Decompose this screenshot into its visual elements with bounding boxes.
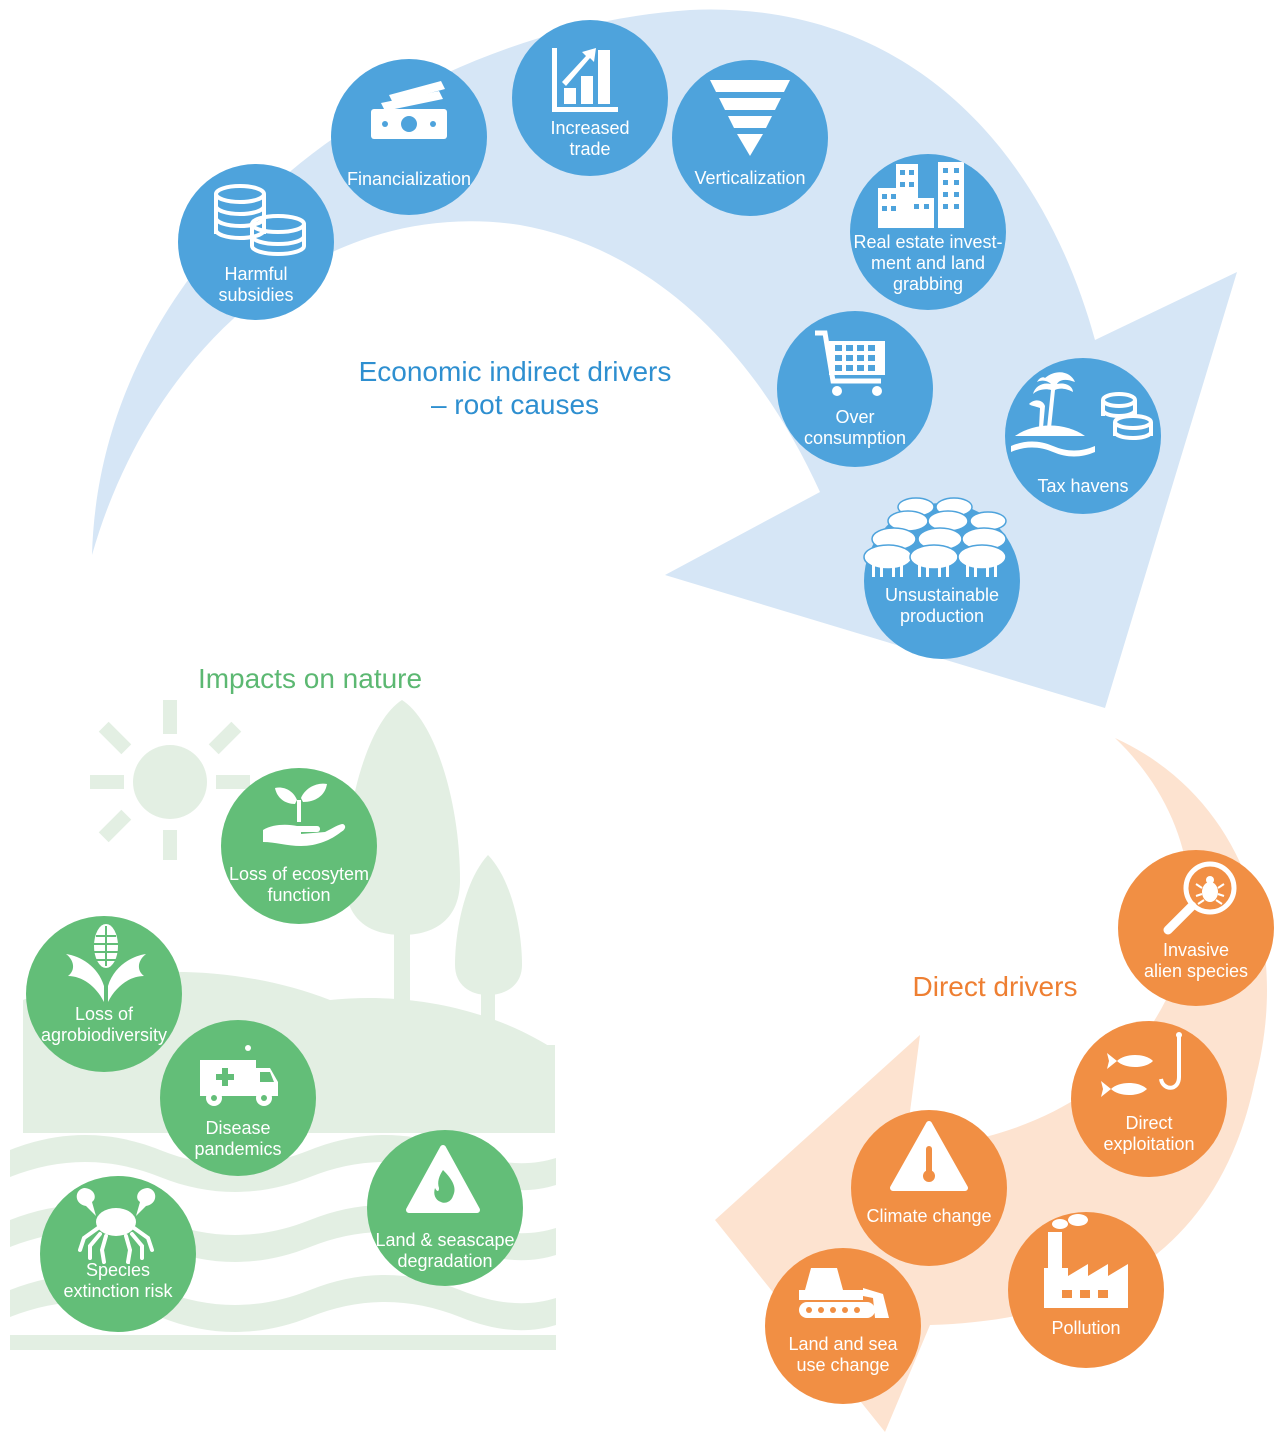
driver-label: Invasive: [1162, 940, 1230, 960]
driver-harmful-subsidies: Harmful subsidies: [178, 164, 334, 320]
bug-magnifier-icon: [1163, 861, 1237, 935]
buildings-icon: [878, 162, 964, 228]
driver-label: Unsustainable: [884, 585, 1000, 605]
fish-hook-icon: [1101, 1032, 1182, 1097]
driver-increased-trade: Increased trade: [512, 20, 668, 176]
driver-land-sea-use-change: Land and sea use change: [765, 1248, 921, 1404]
driver-label: Verticalization: [694, 168, 806, 188]
driver-label: alien species: [1143, 961, 1249, 981]
driver-real-estate: Real estate invest- ment and land grabbi…: [850, 154, 1006, 310]
driver-label: Pollution: [1051, 1318, 1121, 1338]
driver-label: Financialization: [346, 169, 472, 189]
impact-label: function: [267, 885, 331, 905]
impact-label: Species: [85, 1260, 151, 1280]
inverted-pyramid-icon: [710, 80, 790, 156]
driver-label: subsidies: [218, 285, 294, 305]
driver-over-consumption: Over consumption: [777, 311, 933, 467]
driver-climate-change: Climate change: [851, 1110, 1007, 1266]
driver-label: ment and land: [870, 253, 986, 273]
driver-verticalization: Verticalization: [672, 60, 828, 216]
bulldozer-icon: [799, 1268, 889, 1318]
driver-label: Harmful: [224, 264, 288, 284]
impact-disease-pandemics: Disease pandemics: [160, 1020, 316, 1176]
economic-heading: Economic indirect drivers – root causes: [340, 355, 690, 421]
driver-financialization: Financialization: [331, 59, 487, 215]
driver-label: use change: [796, 1355, 890, 1375]
impact-loss-agrobiodiversity: Loss of agrobiodiversity: [26, 916, 182, 1072]
ambulance-icon: [200, 1038, 278, 1106]
impacts-heading: Impacts on nature: [197, 663, 423, 694]
corn-icon: [66, 924, 146, 1002]
impact-label: Land & seascape: [375, 1230, 515, 1250]
economic-heading-line1: Economic indirect drivers: [358, 356, 672, 387]
island-coins-icon: [1011, 372, 1153, 457]
driver-invasive-alien-species: Invasive alien species: [1118, 850, 1274, 1006]
impact-label: pandemics: [194, 1139, 282, 1159]
shopping-cart-icon: [815, 330, 885, 396]
driver-label: Over: [835, 407, 875, 427]
driver-tax-havens: Tax havens: [1005, 358, 1161, 514]
banknote-icon: [371, 81, 447, 139]
impact-land-seascape-degradation: Land & seascape degradation: [367, 1130, 523, 1286]
driver-label: production: [899, 606, 985, 626]
impact-label: agrobiodiversity: [40, 1025, 168, 1045]
driver-pollution: Pollution: [1008, 1212, 1164, 1368]
impact-loss-ecosystem-function: Loss of ecosytem function: [221, 768, 377, 924]
impact-label: extinction risk: [63, 1281, 173, 1301]
impact-label: Disease: [205, 1118, 271, 1138]
coins-icon: [214, 184, 306, 256]
impact-label: Loss of: [74, 1004, 134, 1024]
driver-label: Direct: [1125, 1113, 1173, 1133]
crab-icon: [76, 1188, 156, 1264]
driver-label: Climate change: [866, 1206, 992, 1226]
impact-label: Loss of ecosytem: [228, 864, 370, 884]
bar-chart-icon: [552, 48, 618, 112]
livestock-icon: [863, 497, 1007, 577]
driver-label: Tax havens: [1037, 476, 1129, 496]
driver-label: Increased: [550, 118, 630, 138]
driver-label: grabbing: [892, 274, 964, 294]
driver-label: consumption: [803, 428, 907, 448]
driver-label: trade: [569, 139, 611, 159]
warning-thermometer-icon: [890, 1121, 968, 1191]
impact-label: degradation: [397, 1251, 493, 1271]
factory-icon: [1044, 1214, 1128, 1308]
fire-warning-icon: [406, 1145, 480, 1213]
impact-species-extinction-risk: Species extinction risk: [40, 1176, 196, 1332]
economic-heading-line2: – root causes: [430, 389, 600, 420]
driver-label: Land and sea: [788, 1334, 898, 1354]
driver-unsustainable-production: Unsustainable production: [863, 497, 1020, 659]
plant-hand-icon: [263, 783, 346, 846]
driver-direct-exploitation: Direct exploitation: [1071, 1021, 1227, 1177]
direct-heading: Direct drivers: [912, 971, 1078, 1002]
driver-label: exploitation: [1103, 1134, 1195, 1154]
driver-label: Real estate invest-: [853, 232, 1003, 252]
